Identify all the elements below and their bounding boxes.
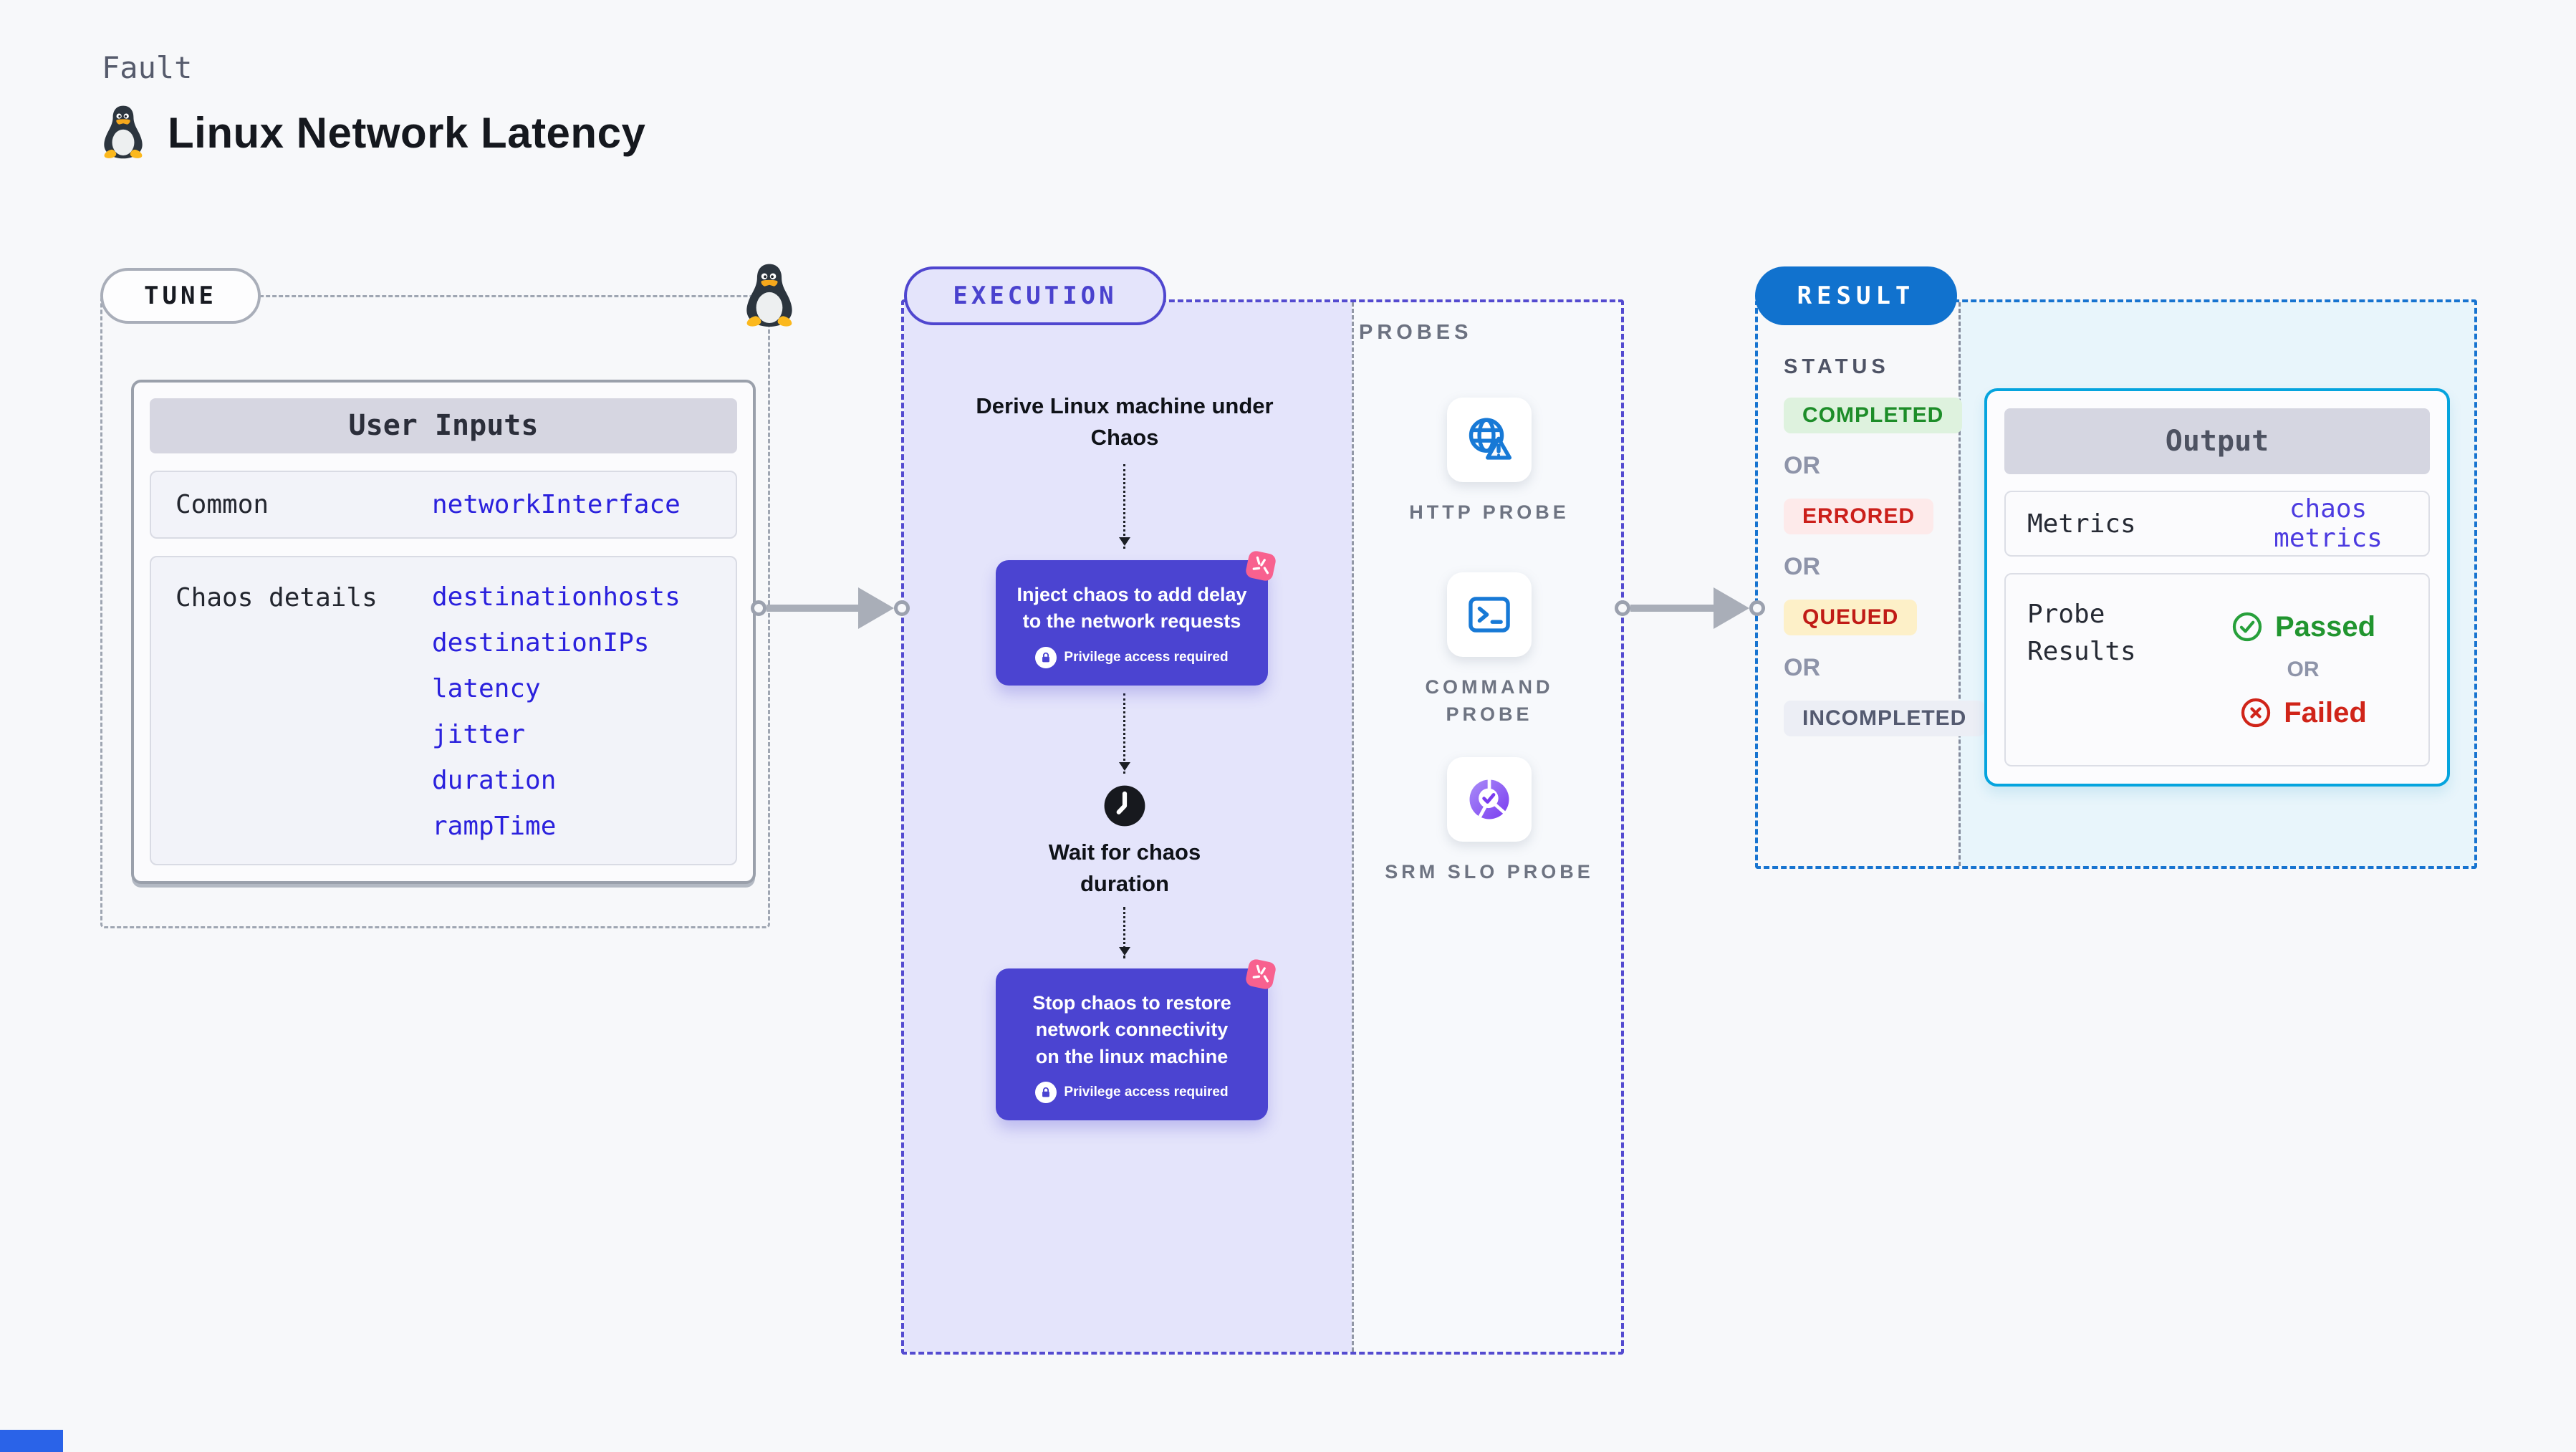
connector-arrowhead-icon [1714,587,1749,629]
x-circle-icon [2239,696,2272,729]
or-separator: OR [2287,658,2320,681]
inject-chaos-step-node[interactable]: Inject chaos to add delay to the network… [996,560,1268,686]
or-separator: OR [1784,452,1820,479]
execution-flow-background [904,302,1352,1352]
lock-icon [1035,1081,1057,1103]
probe-item-http: HTTP PROBE [1352,398,1621,527]
value-latency: latency [432,674,541,703]
globe-alert-icon [1465,415,1514,464]
chaos-fault-icon [1242,547,1279,585]
tune-badge[interactable]: TUNE [100,268,261,324]
row-values-common: networkInterface [412,490,736,519]
or-separator: OR [1784,553,1820,580]
tune-section-box [100,295,770,928]
metrics-value: chaos metrics [2274,494,2383,553]
metrics-label: Metrics [2027,509,2136,539]
passed-text: Passed [2274,610,2376,643]
check-circle-icon [2231,610,2264,643]
status-badge-errored: ERRORED [1784,499,1934,534]
chaos-fault-icon [1242,956,1279,993]
stop-chaos-step-node[interactable]: Stop chaos to restore network connectivi… [996,968,1268,1120]
value-destinationhosts: destinationhosts [432,582,681,612]
inject-step-text: Inject chaos to add delay to the network… [1017,584,1247,633]
or-separator: OR [1784,654,1820,681]
fault-eyebrow-label: Fault [102,50,193,85]
tux-penguin-icon [100,105,146,160]
tux-penguin-small-icon [742,262,797,330]
connector-line [766,605,858,612]
stop-step-privilege-note: Privilege access required [1030,1081,1234,1103]
verdict-passed: Passed [2231,610,2375,643]
user-inputs-row-chaos-details: Chaos details destinationhosts destinati… [150,556,737,865]
output-probe-results-row: Probe Results Passed OR Failed [2004,573,2430,766]
execution-badge[interactable]: EXECUTION [904,266,1166,325]
connector-arrowhead-icon [858,587,894,629]
flow-arrow-3 [1119,907,1130,958]
row-label-common: Common [176,489,269,519]
value-destinationips: destinationIPs [432,628,650,658]
output-card: Output Metrics chaos metrics Probe Resul… [1984,388,2450,787]
user-inputs-header: User Inputs [150,398,737,453]
probe-item-srm-slo: SRM SLO PROBE [1352,757,1621,886]
value-network-interface: networkInterface [432,489,681,519]
probe-item-command: COMMAND PROBE [1352,572,1621,729]
connector-dot-right [894,600,910,616]
command-probe-card[interactable] [1447,572,1532,657]
execution-section-box: PROBES HTTP PROBE COMMAND PROBE SRM SLO … [901,299,1624,1355]
result-badge[interactable]: RESULT [1755,266,1957,325]
derive-step-text: Derive Linux machine under Chaos [976,393,1274,451]
flow-arrow-1 [1119,464,1130,549]
srm-slo-probe-card[interactable] [1447,757,1532,842]
connector-dot-left [751,600,766,616]
connector-execution-to-result [1615,587,1765,629]
bottom-left-blue-strip [0,1430,63,1452]
wait-step-text: Wait for chaos duration [1048,840,1201,897]
connector-dot-right [1749,600,1765,616]
page-title: Linux Network Latency [168,108,646,157]
flow-arrow-2 [1119,693,1130,774]
row-values-chaos-details: destinationhosts destinationIPs latency … [412,557,736,864]
stop-step-text: Stop chaos to restore network connectivi… [1032,992,1231,1067]
probes-panel-label: PROBES [1359,321,1473,344]
lock-icon [1035,646,1057,668]
command-probe-label: COMMAND PROBE [1425,676,1554,725]
status-badge-incompleted: INCOMPLETED [1784,701,1986,736]
output-header: Output [2004,408,2430,474]
output-metrics-row: Metrics chaos metrics [2004,491,2430,557]
status-column: STATUS COMPLETED OR ERRORED OR QUEUED OR… [1784,355,1986,736]
row-label-chaos-details: Chaos details [176,583,378,612]
status-badge-queued: QUEUED [1784,600,1918,635]
status-label: STATUS [1784,355,1890,378]
privilege-note-text: Privilege access required [1064,1084,1229,1100]
privilege-note-text: Privilege access required [1064,649,1229,665]
slo-pie-check-icon [1466,776,1513,823]
verdict-failed: Failed [2239,696,2367,729]
connector-dot-left [1615,600,1630,616]
srm-slo-probe-label: SRM SLO PROBE [1385,861,1594,883]
http-probe-card[interactable] [1447,398,1532,482]
http-probe-label: HTTP PROBE [1409,501,1570,523]
status-badge-completed: COMPLETED [1784,398,1963,433]
connector-line [1630,605,1714,612]
value-ramptime: rampTime [432,812,557,841]
connector-tune-to-execution [751,587,910,629]
inject-step-privilege-note: Privilege access required [1016,646,1248,668]
page-title-row: Linux Network Latency [100,105,645,160]
probe-results-label: Probe Results [2027,600,2136,667]
value-jitter: jitter [432,720,526,749]
failed-text: Failed [2284,696,2367,729]
wait-clock-icon [1102,784,1147,832]
value-duration: duration [432,766,557,795]
probe-verdicts: Passed OR Failed [2206,574,2428,765]
terminal-icon [1465,590,1514,639]
user-inputs-card: User Inputs Common networkInterface Chao… [131,380,756,884]
user-inputs-row-common: Common networkInterface [150,470,737,539]
